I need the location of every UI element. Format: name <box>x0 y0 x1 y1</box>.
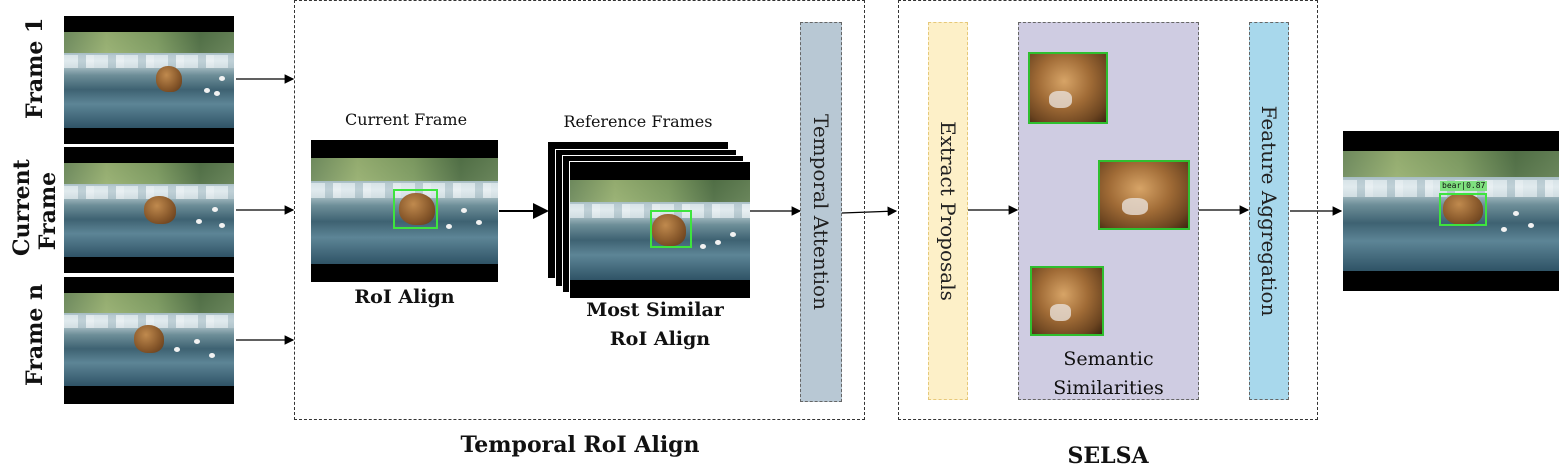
reference-frame-front <box>569 161 750 298</box>
proposal-crop-top <box>1028 52 1108 124</box>
current-frame-image <box>64 147 234 273</box>
frame-n-image <box>64 277 234 404</box>
semantic-caption-line2: Similarities <box>1053 377 1164 399</box>
most-similar-caption-line2: RoI Align <box>609 328 711 350</box>
semantic-caption-line1: Semantic <box>1063 348 1154 370</box>
extract-proposals-bar: Extract Proposals <box>928 22 968 400</box>
temporal-attention-label: Temporal Attention <box>809 114 833 310</box>
roi-box <box>393 189 438 229</box>
feature-aggregation-bar: Feature Aggregation <box>1249 22 1289 400</box>
arrow-attn-to-selsa <box>841 206 898 217</box>
frame-1-image <box>64 16 234 144</box>
output-detection-box <box>1439 193 1487 226</box>
detection-label: bear|0.87 <box>1440 181 1488 191</box>
extract-proposals-label: Extract Proposals <box>936 121 960 301</box>
roi-align-caption: RoI Align <box>354 286 455 308</box>
selsa-title: SELSA <box>1067 443 1149 469</box>
roi-current-frame-image <box>311 140 498 282</box>
output-frame-image: bear|0.87 <box>1343 131 1559 291</box>
temporal-roi-align-title: Temporal RoI Align <box>460 432 700 458</box>
proposal-crop-middle <box>1098 160 1190 230</box>
feature-aggregation-label: Feature Aggregation <box>1257 105 1281 317</box>
most-similar-box <box>650 210 692 248</box>
selsa-section <box>898 0 1318 420</box>
most-similar-caption-line1: Most Similar <box>586 299 724 321</box>
current-frame-caption: Current Frame <box>344 110 468 129</box>
temporal-roi-align-section <box>294 0 865 420</box>
reference-frames-caption: Reference Frames <box>563 112 713 131</box>
temporal-attention-bar: Temporal Attention <box>800 22 842 402</box>
proposal-crop-bottom <box>1030 266 1104 336</box>
